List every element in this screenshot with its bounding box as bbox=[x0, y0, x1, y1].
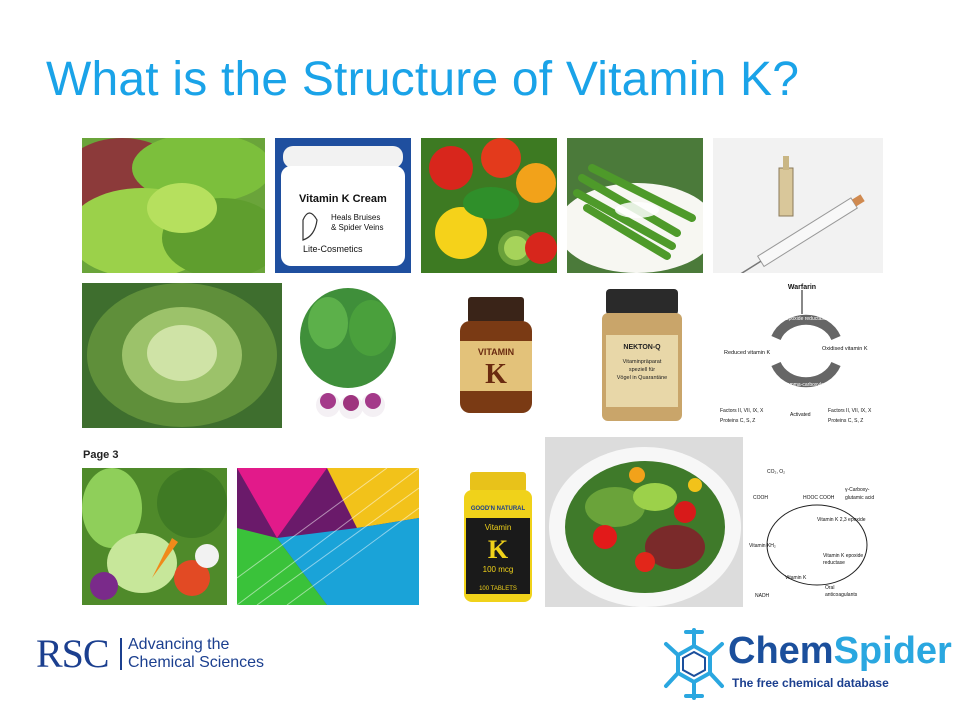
hooc-label: HOOC COOH bbox=[803, 495, 835, 501]
rsc-divider bbox=[120, 638, 122, 670]
vegetable-basket-image bbox=[82, 468, 227, 605]
rsc-logo: RSC Advancing the Chemical Sciences bbox=[36, 632, 296, 676]
warfarin-cycle-diagram: Warfarin Epoxide reductase Reduced vitam… bbox=[718, 280, 888, 430]
bottle-label-2: K bbox=[485, 359, 507, 390]
tablets-label-1: Vitamin bbox=[485, 523, 512, 532]
rsc-tagline-2: Chemical Sciences bbox=[128, 654, 265, 671]
cream-maker: Lite-Cosmetics bbox=[303, 244, 363, 254]
fruit-vegetable-image bbox=[421, 138, 557, 273]
lettuce-image bbox=[82, 138, 265, 273]
vitamin-k-cream-image: Vitamin K Cream Heals Bruises & Spider V… bbox=[275, 138, 411, 273]
carboxy-label-1: γ-Carboxy- bbox=[845, 487, 870, 493]
oral-label-2: anticoagulants bbox=[825, 592, 858, 598]
asparagus-image bbox=[567, 138, 703, 273]
spider-molecule-icon bbox=[664, 628, 724, 700]
cooh-label: COOH bbox=[753, 495, 768, 501]
gamma-carboxylase-label: Gamma-carboxylase bbox=[783, 382, 829, 388]
warfarin-label: Warfarin bbox=[788, 284, 816, 291]
rsc-wordmark: RSC bbox=[36, 631, 110, 676]
nadh-label: NADH bbox=[755, 593, 770, 599]
carboxy-label-2: glutamic acid bbox=[845, 495, 874, 501]
epoxide-reductase-label-1: Vitamin K epoxide bbox=[823, 553, 863, 559]
slide-title: What is the Structure of Vitamin K? bbox=[46, 53, 800, 106]
factors-left-1: Factors II, VII, IX, X bbox=[720, 408, 764, 414]
chemspider-wordmark-spider: Spider bbox=[833, 630, 952, 672]
bottle-label-1: VITAMIN bbox=[478, 347, 514, 357]
oxidised-vitamin-k-label: Oxidised vitamin K bbox=[822, 346, 868, 352]
cabbage-image bbox=[82, 283, 282, 428]
factors-left-2: Proteins C, S, Z bbox=[720, 418, 755, 424]
cream-claim-2: & Spider Veins bbox=[331, 223, 383, 232]
tablets-count: 100 TABLETS bbox=[479, 586, 517, 592]
crystal-micrograph-image bbox=[237, 468, 419, 605]
co2-label: CO₂, O₂ bbox=[767, 469, 785, 475]
epoxide-reductase-label: Epoxide reductase bbox=[785, 316, 827, 322]
nekton-line-3: Vögel in Quarantäne bbox=[617, 375, 667, 381]
chemspider-wordmark: ChemSpider bbox=[728, 630, 952, 673]
tablets-label-2: K bbox=[488, 535, 509, 564]
chemspider-logo: ChemSpider The free chemical database bbox=[662, 622, 952, 706]
vitamin-k-cycle-diagram: CO₂, O₂ COOH HOOC COOH γ-Carboxy- glutam… bbox=[745, 465, 888, 607]
tablets-brand: GOOD'N NATURAL bbox=[471, 506, 526, 512]
salad-bowl-image bbox=[545, 437, 743, 607]
chemspider-wordmark-chem: Chem bbox=[728, 630, 834, 672]
vitamin-k-label: Vitamin K bbox=[785, 575, 807, 581]
nekton-q-jar-image: NEKTON-Q Vitaminpräparat speziell für Vö… bbox=[590, 283, 695, 428]
oral-label-1: Oral bbox=[825, 585, 834, 591]
cream-claim-1: Heals Bruises bbox=[331, 213, 380, 222]
reduced-vitamin-k-label: Reduced vitamin K bbox=[724, 350, 770, 356]
nekton-brand: NEKTON-Q bbox=[623, 344, 661, 351]
epoxide-label: Vitamin K 2,3 epoxide bbox=[817, 517, 866, 523]
vitamin-kh2-label: Vitamin KH₂ bbox=[749, 543, 776, 549]
nekton-line-2: speziell für bbox=[629, 367, 655, 373]
cream-brand: Vitamin K Cream bbox=[299, 193, 387, 205]
activated-label: Activated bbox=[790, 412, 811, 418]
factors-right-1: Factors II, VII, IX, X bbox=[828, 408, 872, 414]
factors-right-2: Proteins C, S, Z bbox=[828, 418, 863, 424]
epoxide-reductase-label-2: reductase bbox=[823, 560, 845, 566]
syringe-image bbox=[713, 138, 883, 273]
vitamin-k-bottle-image: VITAMIN K bbox=[440, 283, 550, 428]
vitamin-k-tablets-image: GOOD'N NATURAL Vitamin K 100 mcg 100 TAB… bbox=[458, 468, 538, 605]
chemspider-tagline: The free chemical database bbox=[732, 676, 889, 690]
nekton-line-1: Vitaminpräparat bbox=[623, 359, 662, 365]
tablets-dose: 100 mcg bbox=[483, 565, 514, 574]
page-label: Page 3 bbox=[83, 449, 119, 461]
turnip-image bbox=[293, 283, 403, 428]
rsc-tagline-1: Advancing the bbox=[128, 636, 230, 653]
